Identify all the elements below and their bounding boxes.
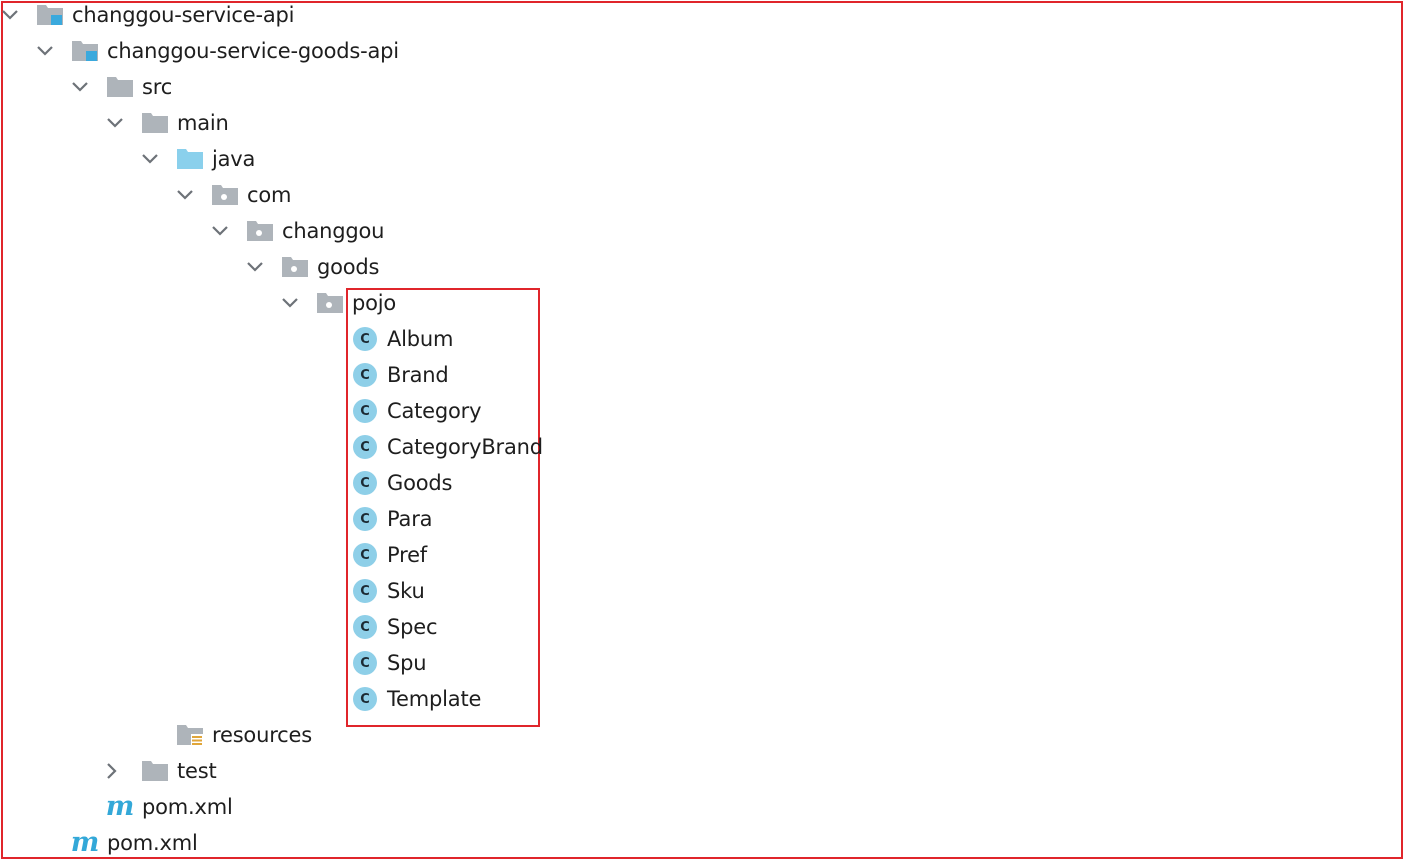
- tree-node-class[interactable]: C Spu: [352, 645, 427, 681]
- tree-node-label: changgou-service-api: [72, 3, 295, 27]
- maven-icon: m: [105, 791, 135, 822]
- package-icon: [282, 256, 308, 278]
- class-icon-glyph: C: [353, 399, 377, 423]
- tree-node-class[interactable]: C Pref: [352, 537, 427, 573]
- package-icon: [247, 220, 273, 242]
- tree-node-label: Brand: [387, 363, 449, 387]
- tree-node-label: Pref: [387, 543, 427, 567]
- tree-node-label: pom.xml: [107, 831, 198, 855]
- chevron-down-icon[interactable]: [177, 177, 212, 213]
- tree-node-class[interactable]: C Sku: [352, 573, 425, 609]
- class-icon: C: [352, 651, 378, 675]
- tree-node-java[interactable]: java: [142, 141, 255, 177]
- chevron-down-icon[interactable]: [142, 141, 177, 177]
- class-icon: C: [352, 471, 378, 495]
- tree-node-label: pojo: [352, 291, 397, 315]
- class-icon: C: [352, 507, 378, 531]
- tree-node-label: resources: [212, 723, 312, 747]
- tree-node-com[interactable]: com: [177, 177, 291, 213]
- class-icon: C: [352, 363, 378, 387]
- class-icon: C: [352, 543, 378, 567]
- tree-node-class[interactable]: C Brand: [352, 357, 449, 393]
- tree-node-label: goods: [317, 255, 380, 279]
- tree-node-label: com: [247, 183, 292, 207]
- class-icon: C: [352, 399, 378, 423]
- class-icon-glyph: C: [353, 543, 377, 567]
- class-icon-glyph: C: [353, 435, 377, 459]
- tree-node-test[interactable]: test: [107, 753, 217, 789]
- tree-node-pojo[interactable]: pojo: [282, 285, 396, 321]
- tree-node-changgou-service-goods-api[interactable]: changgou-service-goods-api: [37, 33, 399, 69]
- folder-icon: [142, 760, 168, 782]
- class-icon: C: [352, 327, 378, 351]
- chevron-down-icon[interactable]: [212, 213, 247, 249]
- tree-node-goods[interactable]: goods: [247, 249, 380, 285]
- package-icon: [212, 184, 238, 206]
- tree-node-main[interactable]: main: [107, 105, 229, 141]
- tree-node-class[interactable]: C Template: [352, 681, 481, 717]
- tree-node-label: Sku: [387, 579, 425, 603]
- chevron-down-icon[interactable]: [72, 69, 107, 105]
- tree-node-label: Category: [387, 399, 482, 423]
- tree-node-changgou-service-api[interactable]: changgou-service-api: [2, 0, 294, 33]
- pojo-highlight-box: [346, 288, 540, 727]
- chevron-down-icon[interactable]: [282, 285, 317, 321]
- tree-node-label: CategoryBrand: [387, 435, 543, 459]
- chevron-right-icon[interactable]: [107, 753, 142, 789]
- tree-node-class[interactable]: C Category: [352, 393, 482, 429]
- tree-node-label: src: [142, 75, 173, 99]
- class-icon-glyph: C: [353, 687, 377, 711]
- tree-node-class[interactable]: C Spec: [352, 609, 438, 645]
- tree-node-goods-pom[interactable]: m pom.xml: [105, 789, 233, 825]
- source-folder-icon: [177, 148, 203, 170]
- tree-node-label: Para: [387, 507, 433, 531]
- tree-node-resources[interactable]: resources: [177, 717, 312, 753]
- class-icon-glyph: C: [353, 615, 377, 639]
- folder-icon: [107, 76, 133, 98]
- tree-node-class[interactable]: C Album: [352, 321, 453, 357]
- tree-node-class[interactable]: C Para: [352, 501, 432, 537]
- module-folder-icon: [72, 40, 98, 62]
- class-icon: C: [352, 687, 378, 711]
- class-icon-glyph: C: [353, 651, 377, 675]
- class-icon-glyph: C: [353, 579, 377, 603]
- tree-node-class[interactable]: C Goods: [352, 465, 452, 501]
- tree-node-label: Template: [387, 687, 482, 711]
- tree-node-changgou[interactable]: changgou: [212, 213, 384, 249]
- tree-node-label: java: [212, 147, 256, 171]
- package-icon: [317, 292, 343, 314]
- class-icon: C: [352, 435, 378, 459]
- class-icon-glyph: C: [353, 507, 377, 531]
- tree-node-label: Spec: [387, 615, 438, 639]
- tree-node-label: Goods: [387, 471, 453, 495]
- resources-folder-icon: [177, 724, 203, 746]
- tree-node-root-pom[interactable]: m pom.xml: [70, 825, 198, 859]
- class-icon: C: [352, 615, 378, 639]
- tree-node-label: Album: [387, 327, 454, 351]
- tree-node-label: main: [177, 111, 229, 135]
- tree-node-class[interactable]: C CategoryBrand: [352, 429, 543, 465]
- chevron-down-icon[interactable]: [107, 105, 142, 141]
- maven-icon-glyph: m: [70, 827, 100, 858]
- chevron-down-icon[interactable]: [247, 249, 282, 285]
- maven-icon-glyph: m: [105, 791, 135, 822]
- maven-icon: m: [70, 827, 100, 858]
- folder-icon: [142, 112, 168, 134]
- module-folder-icon: [37, 4, 63, 26]
- class-icon-glyph: C: [353, 327, 377, 351]
- chevron-down-icon[interactable]: [2, 0, 37, 33]
- tree-node-label: Spu: [387, 651, 427, 675]
- tree-node-label: test: [177, 759, 217, 783]
- tree-node-label: pom.xml: [142, 795, 233, 819]
- tree-node-src[interactable]: src: [72, 69, 172, 105]
- tree-node-label: changgou: [282, 219, 385, 243]
- class-icon: C: [352, 579, 378, 603]
- chevron-down-icon[interactable]: [37, 33, 72, 69]
- tree-node-label: changgou-service-goods-api: [107, 39, 399, 63]
- class-icon-glyph: C: [353, 363, 377, 387]
- class-icon-glyph: C: [353, 471, 377, 495]
